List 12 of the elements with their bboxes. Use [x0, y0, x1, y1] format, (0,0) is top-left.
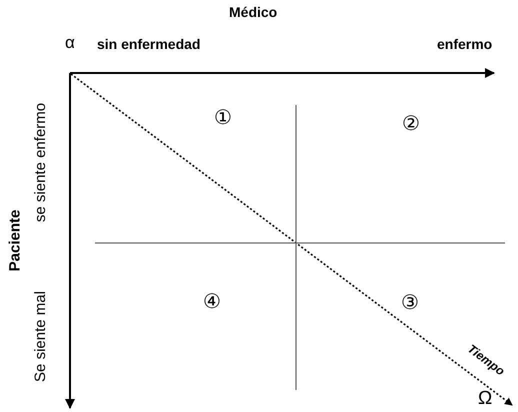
- origin-symbol: α: [65, 34, 75, 50]
- end-symbol: Ω: [478, 388, 492, 408]
- quadrant-number: ①: [214, 108, 232, 128]
- axis-label: enfermo: [437, 37, 492, 51]
- axis-label: se siente enfermo: [32, 102, 48, 222]
- axis-label: Se siente mal: [32, 290, 48, 382]
- axis-title: Médico: [229, 5, 278, 19]
- axis-title: Paciente: [7, 209, 22, 271]
- quadrant-number: ②: [402, 114, 420, 134]
- axis-label: sin enfermedad: [97, 37, 200, 51]
- quadrant-number: ③: [401, 293, 419, 313]
- quadrant-number: ④: [203, 292, 221, 312]
